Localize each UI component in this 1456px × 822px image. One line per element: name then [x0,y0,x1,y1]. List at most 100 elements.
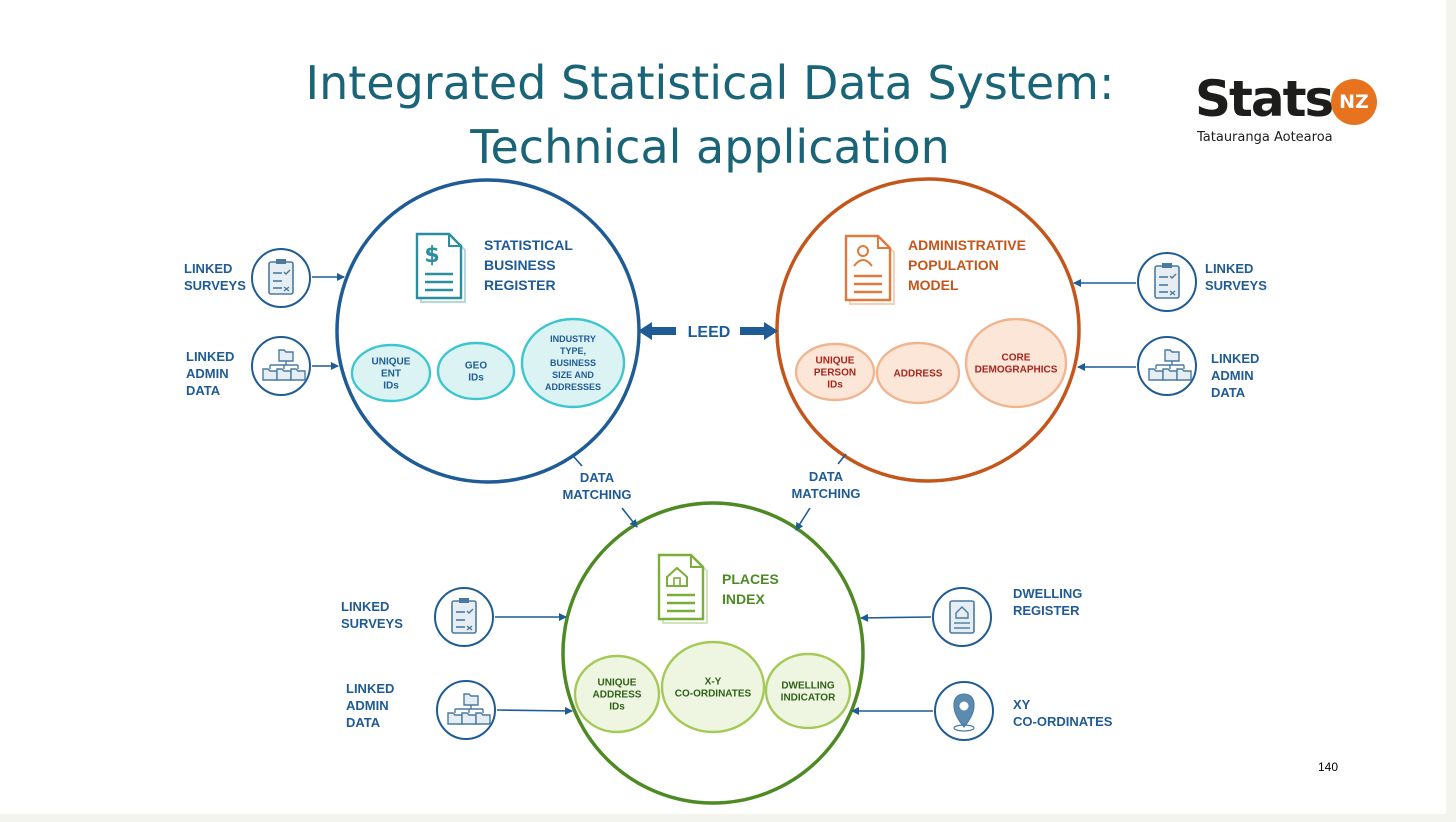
sbr-input-0-icon-check [283,269,291,275]
data-matching-left-tick [573,456,583,467]
sbr-item-1-label-line: GEO [465,361,487,372]
places-document-icon-door [673,577,681,587]
stats-nz-logo: Stats NZ Tatauranga Aotearoa [1195,74,1385,154]
places-item-0-shape [573,654,661,734]
apm-input-0-icon-check [1169,273,1177,279]
places-left-input-1-label-line: LINKED [346,681,394,696]
apm-input-1-icon-folder-mid [1162,368,1178,381]
places-item-1-shape [660,640,766,734]
sbr-input-0-icon-clip [276,259,286,264]
data-matching-right-line: DATA [809,469,844,484]
places-left-input-1-icon-folder-left [447,712,463,725]
sbr-input-0-label-line: SURVEYS [184,278,246,293]
sbr-document-icon-dollar: $ [424,243,439,268]
places-left-input-0-label-line: LINKED [341,599,389,614]
places-right-input-1-icon-dot [959,701,969,711]
places-left-input-0-label: LINKED SURVEYS [341,599,403,631]
apm-input-0-label-line: LINKED [1205,261,1253,276]
sbr-title-line: REGISTER [484,277,556,293]
places-left-input-0-icon-clip [459,598,469,603]
places-left-input-1-icon-folder-top [463,693,479,706]
data-matching-right-arrow [795,507,811,531]
places-item-0-label-line: UNIQUE [598,678,637,689]
places-right-input-0-label-line: REGISTER [1013,603,1080,618]
sbr-item-2-label-line: ADDRESSES [545,382,601,392]
apm-input-1-icon [1137,336,1197,396]
sbr-item-1-shape [436,341,516,401]
data-matching-left-arrow [621,507,638,528]
places-left-input-0-icon-check [466,608,474,614]
places-left-input-0-icon [434,587,494,647]
sbr-input-0-label: LINKED SURVEYS [184,261,246,293]
places-document-icon [657,553,708,624]
places-left-input-0-label-line: SURVEYS [341,616,403,631]
sbr-input-1-icon [251,336,311,396]
apm-document-icon-head [857,245,869,257]
sbr-input-0-label-line: LINKED [184,261,232,276]
places-item-1: X-YCO-ORDINATES [660,640,766,734]
sbr-item-2-label-line: SIZE AND [552,370,594,380]
apm-document-icon-fold [877,236,890,249]
apm-title-line: MODEL [908,277,959,293]
sbr-title-line: BUSINESS [484,257,556,273]
leed-arrow-right [740,322,778,340]
apm-item-0-shape [794,342,876,402]
apm-item-1: ADDRESS [875,341,961,405]
places-title-line: INDEX [722,591,765,607]
places-left-input-1-label-line: ADMIN [346,698,389,713]
sbr-item-0-shape [350,343,432,403]
sbr-document-icon: $ [415,232,466,303]
places-item-2-label-line: DWELLING [781,681,835,692]
sbr-input-1-label-line: ADMIN [186,366,229,381]
sbr-item-2-shape [520,317,626,409]
apm-document-icon-body [853,259,873,267]
places-left-input-1-arrow [496,706,573,715]
places-item-1-label-line: X-Y [705,677,722,688]
apm-item-1-label-line: ADDRESS [894,369,943,380]
apm-input-1-label-line: ADMIN [1211,368,1254,383]
places-right-input-0-arrow [860,613,932,622]
logo-badge: NZ [1331,79,1377,125]
places-item-0-label-line: IDs [609,702,625,713]
places-left-input-1-icon [436,680,496,740]
places-left-input-0-icon-board [451,600,477,634]
places-right-input-0-icon [932,587,992,647]
data-matching-left-line: DATA [580,470,615,485]
sbr-item-1-label-line: IDs [468,373,484,384]
sbr-input-1-icon-folder-top [278,349,294,362]
apm-input-0-icon-clip [1162,263,1172,268]
places-left-input-1-icon-folder-mid [461,712,477,725]
apm-item-2-label-line: CORE [1002,353,1031,364]
sbr-input-1-icon-folder-left [262,368,278,381]
leed-connector: LEED [638,322,778,341]
places-item-2-label-line: INDICATOR [781,693,836,704]
sbr-item-2-label-line: INDUSTRY [550,334,596,344]
apm-item-1-shape [875,341,961,405]
sbr-item-2-label-line: TYPE, [560,346,586,356]
apm-item-0-label-line: UNIQUE [816,356,855,367]
places-right-input-1-label-line: XY [1013,697,1031,712]
places-left-input-1-icon-ring [436,680,496,740]
logo-subtitle: Tatauranga Aotearoa [1197,130,1333,145]
sbr-input-1-icon-folder-right [290,368,306,381]
places-document-icon-fold [690,555,703,568]
